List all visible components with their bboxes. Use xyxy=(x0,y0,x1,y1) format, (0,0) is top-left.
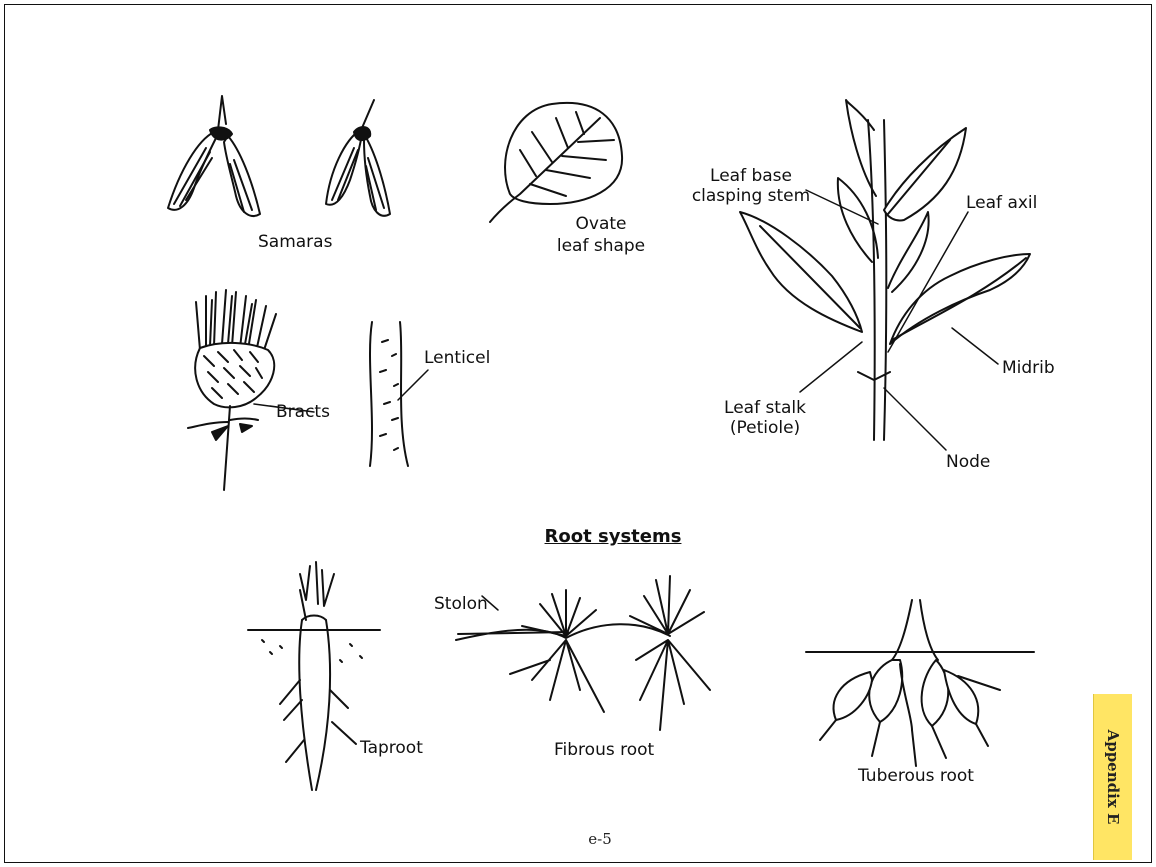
appendix-tab: Appendix E xyxy=(1093,694,1132,860)
label-leaf-stalk-line2: (Petiole) xyxy=(710,418,820,438)
label-tuberous-root: Tuberous root xyxy=(858,766,974,786)
samara-pair-illustration xyxy=(168,96,260,216)
label-leaf-base-line2: clasping stem xyxy=(686,186,816,206)
label-leaf-axil: Leaf axil xyxy=(966,193,1037,213)
label-lenticel: Lenticel xyxy=(424,348,490,368)
label-midrib: Midrib xyxy=(1002,358,1055,378)
label-bracts: Bracts xyxy=(276,402,330,422)
label-leaf-stalk-line1: Leaf stalk xyxy=(710,398,820,418)
label-taproot: Taproot xyxy=(360,738,423,758)
thistle-bracts-illustration xyxy=(188,290,276,490)
samara-single-illustration xyxy=(326,100,390,216)
fibrous-root-illustration xyxy=(456,576,710,730)
lenticel-stem-illustration xyxy=(370,322,408,466)
label-fibrous-root: Fibrous root xyxy=(554,740,654,760)
label-node: Node xyxy=(946,452,990,472)
label-leaf-base-line1: Leaf base xyxy=(686,166,816,186)
label-samaras: Samaras xyxy=(258,232,332,252)
label-ovate-line2: leaf shape xyxy=(546,236,656,256)
page-number: e-5 xyxy=(560,830,640,848)
label-ovate-line1: Ovate xyxy=(546,214,656,234)
section-heading: Root systems xyxy=(498,526,728,547)
label-stolon: Stolon xyxy=(434,594,488,614)
ovate-leaf-illustration xyxy=(490,103,622,222)
tuberous-root-illustration xyxy=(806,600,1034,766)
appendix-tab-label: Appendix E xyxy=(1104,730,1122,825)
